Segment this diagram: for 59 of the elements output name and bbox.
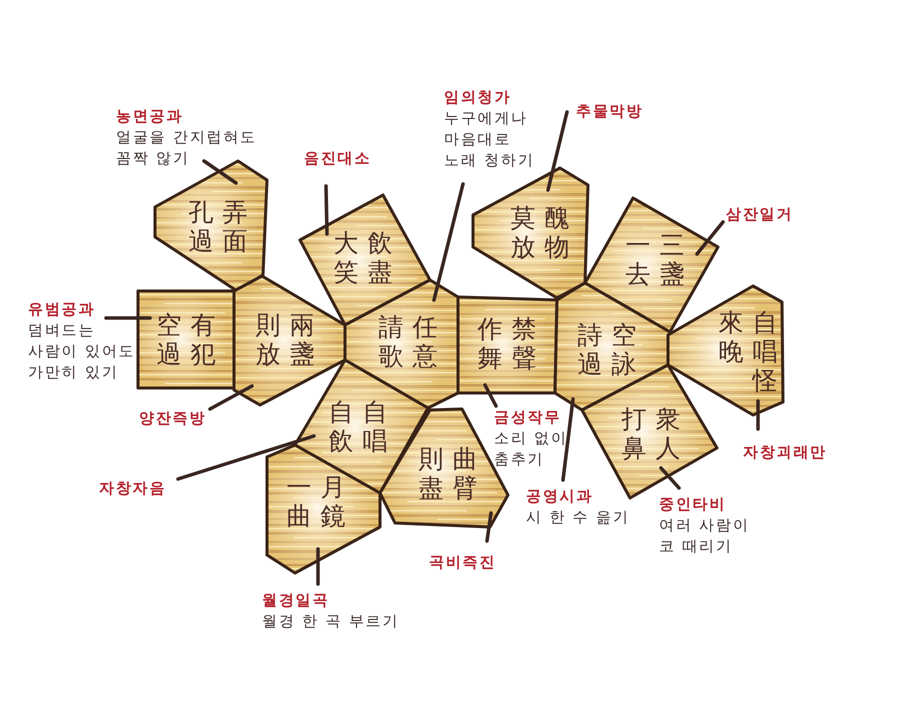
callout-description: 시 한 수 읊기 [526, 507, 631, 528]
hanja-text: 來晚 [718, 308, 744, 366]
hanja-text: 則盡 [418, 445, 444, 503]
hanja-text: 一曲 [286, 473, 312, 531]
hanja-text: 飲盡 [368, 229, 392, 287]
leader-line [316, 547, 320, 586]
hanja-text: 自唱怪 [752, 308, 778, 396]
callout-title: 유범공과 [28, 299, 96, 320]
callout-title: 임의청가 [444, 87, 512, 108]
leader-line [561, 397, 575, 482]
leader-line [176, 434, 316, 481]
leader-line [104, 316, 152, 320]
hanja-text: 打鼻 [622, 405, 646, 463]
leader-line [432, 182, 465, 302]
callout-description: 월경 한 곡 부르기 [262, 611, 400, 632]
hanja-text: 一去 [626, 231, 650, 289]
hanja-text: 弄面 [222, 198, 248, 256]
callout-title: 자창괴래만 [743, 442, 827, 463]
callout-title: 추물막방 [576, 101, 644, 122]
hanja-text: 任意 [412, 313, 438, 371]
callout-title: 금성작무 [494, 407, 562, 428]
leader-line [695, 220, 725, 256]
callout-title: 삼잔일거 [726, 204, 794, 225]
callout-description: 덤벼드는 사람이 있어도 가만히 있기 [28, 320, 136, 383]
hanja-text: 自唱 [362, 398, 388, 456]
hanja-text: 詩過 [578, 321, 602, 379]
hanja-text: 三盞 [660, 231, 684, 289]
hanja-text: 則放 [256, 311, 280, 369]
hanja-text: 請歌 [378, 313, 404, 371]
callout-title: 공영시과 [526, 486, 594, 507]
callout-title: 자창자음 [99, 478, 166, 499]
hanja-text: 大笑 [334, 229, 358, 287]
hanja-text: 醜物 [544, 204, 570, 262]
hanja-text: 自飲 [328, 398, 354, 456]
callout-description: 얼굴을 간지럽혀도 꼼짝 않기 [116, 127, 258, 169]
hanja-text: 兩盞 [290, 311, 314, 369]
callout-title: 곡비즉진 [429, 552, 496, 573]
hanja-text: 孔過 [188, 198, 214, 256]
callout-title: 중인타비 [659, 494, 726, 515]
hanja-text: 空詠 [612, 321, 636, 379]
hanja-text: 莫放 [510, 204, 536, 262]
hanja-text: 有犯 [190, 311, 216, 369]
hanja-text: 衆人 [656, 405, 680, 463]
callout-description: 여러 사람이 코 때리기 [659, 515, 751, 557]
callout-title: 농면공과 [116, 106, 184, 127]
leader-line [483, 383, 498, 408]
callout-title: 음진대소 [304, 148, 372, 169]
hanja-text: 禁聲 [512, 315, 536, 373]
leader-line [324, 184, 329, 236]
hanja-text: 曲臂 [452, 445, 478, 503]
callout-title: 양잔즉방 [139, 408, 206, 429]
callout-description: 누구에게나 마음대로 노래 청하기 [444, 108, 536, 171]
callout-description: 소리 없이 춤추기 [494, 428, 569, 470]
hanja-text: 月鏡 [320, 473, 346, 531]
leader-line [208, 384, 254, 411]
hanja-text: 作舞 [478, 315, 502, 373]
hanja-text: 空過 [156, 311, 182, 369]
callout-title: 월경일곡 [262, 590, 330, 611]
leader-line [546, 110, 569, 192]
